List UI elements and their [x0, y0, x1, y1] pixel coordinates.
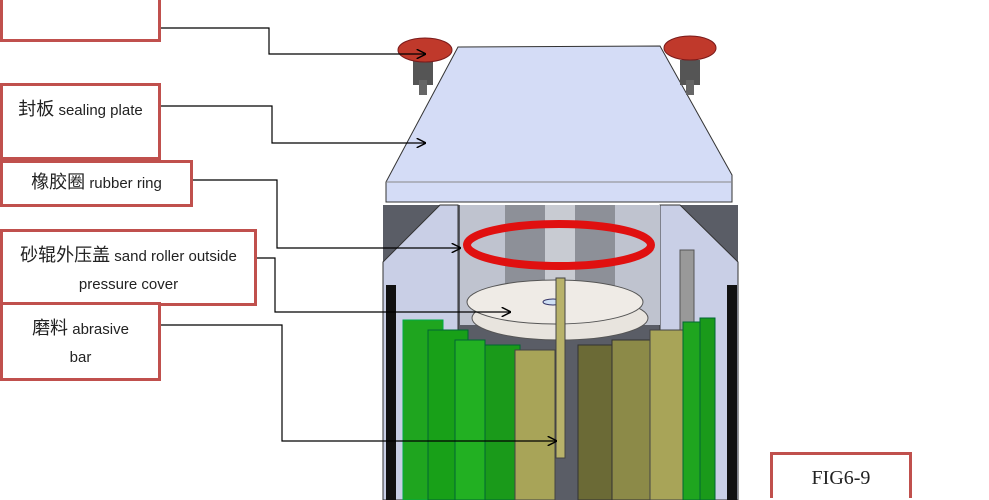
label-pressure-cover: 砂辊外压盖 sand roller outside pressure cover — [0, 229, 257, 306]
label-en: sealing plate — [58, 102, 143, 119]
label-cn: 磨料 — [32, 318, 69, 339]
figure-label: FIG6-9 — [770, 452, 912, 498]
label-cn: 砂辊外压盖 — [20, 245, 111, 266]
rubber-ring — [463, 220, 655, 270]
label-rubber-ring: 橡胶圈 rubber ring — [0, 160, 193, 207]
pressure-cover — [466, 277, 649, 459]
label-knob — [0, 0, 161, 42]
label-sealing-plate: 封板 sealing plate — [0, 83, 161, 160]
label-abrasive-bar: 磨料 abrasive bar — [0, 302, 161, 381]
label-cn: 封板 — [18, 99, 55, 120]
leader-lines — [160, 27, 556, 441]
label-en: rubber ring — [89, 175, 162, 192]
abrasive-bars — [402, 317, 716, 500]
label-cn: 橡胶圈 — [31, 172, 86, 193]
knob-right — [663, 35, 717, 95]
label-en: abrasive bar — [69, 321, 129, 366]
label-en: sand roller outside pressure cover — [78, 248, 237, 293]
